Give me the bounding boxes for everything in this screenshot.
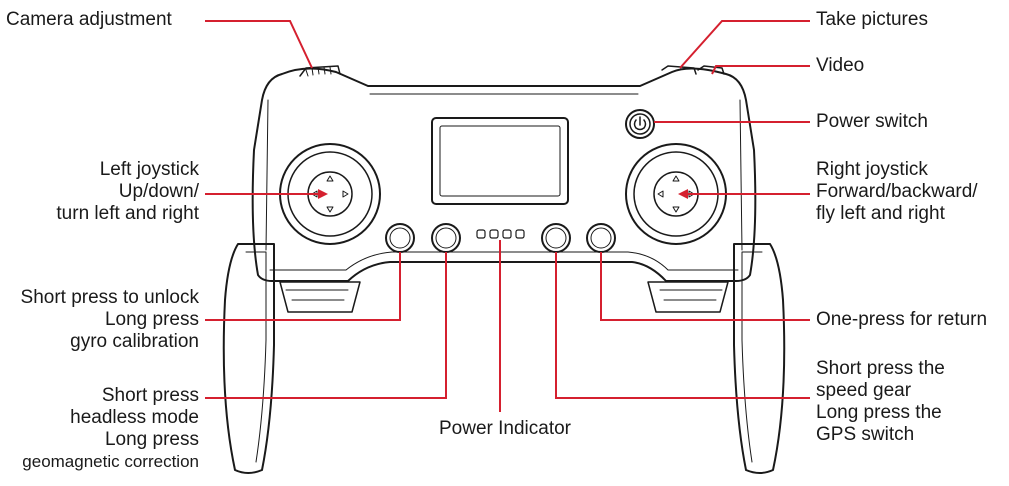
label-headless-line-4: geomagnetic correction: [22, 452, 199, 471]
label-left-joystick-line-1: Left joystick: [99, 159, 199, 180]
label-headless-line-2: headless mode: [70, 407, 199, 428]
power-indicator-leds: [476, 229, 525, 239]
label-video: Video: [816, 55, 865, 76]
callout-speed-gear: [555, 252, 810, 399]
return-button: [586, 223, 616, 253]
label-left-joystick: Left joystick Up/down/ turn left and rig…: [56, 159, 199, 225]
right-grip: [733, 243, 786, 474]
callout-camera: [205, 20, 313, 69]
label-headless-line-3: Long press: [104, 429, 199, 450]
label-right-joystick-line-3: fly left and right: [816, 203, 945, 224]
label-headless-line-1: Short press: [101, 385, 199, 406]
display-screen: [431, 117, 569, 205]
label-right-joystick-line-1: Right joystick: [816, 159, 928, 180]
label-power-switch: Power switch: [816, 111, 928, 132]
power-icon: [625, 109, 655, 139]
label-speed-gear-line-2: speed gear: [816, 380, 912, 401]
label-camera-adjustment: Camera adjustment: [6, 9, 172, 30]
label-power-indicator: Power Indicator: [438, 418, 571, 439]
label-unlock-line-1: Short press to unlock: [20, 287, 199, 308]
label-left-joystick-line-3: turn left and right: [56, 203, 199, 224]
label-unlock: Short press to unlock Long press gyro ca…: [21, 287, 199, 353]
label-return: One-press for return: [816, 309, 988, 330]
label-right-joystick: Right joystick Forward/backward/ fly lef…: [816, 159, 978, 225]
label-speed-gear-line-1: Short press the: [816, 358, 945, 379]
video-button: [697, 65, 725, 75]
label-headless: Short press headless mode Long press geo…: [22, 385, 199, 473]
label-speed-gear: Short press the speed gear Long press th…: [816, 358, 945, 446]
label-speed-gear-line-3: Long press the: [816, 402, 942, 423]
unlock-button: [385, 223, 415, 253]
callout-unlock: [205, 252, 401, 321]
label-speed-gear-line-4: GPS switch: [816, 424, 915, 445]
label-unlock-line-3: gyro calibration: [70, 331, 199, 352]
label-take-pictures: Take pictures: [816, 9, 928, 30]
label-right-joystick-line-2: Forward/backward/: [816, 181, 978, 202]
label-unlock-line-2: Long press: [104, 309, 199, 330]
callout-take-pictures: [679, 20, 810, 69]
callout-headless: [205, 252, 447, 399]
callout-video: [711, 65, 810, 75]
left-grip: [222, 243, 275, 474]
controller-body: [251, 67, 757, 282]
headless-button: [431, 223, 461, 253]
speed-gear-button: [541, 223, 571, 253]
callout-return: [600, 252, 810, 321]
camera-wheel: [299, 65, 341, 77]
label-left-joystick-line-2: Up/down/: [118, 181, 199, 202]
